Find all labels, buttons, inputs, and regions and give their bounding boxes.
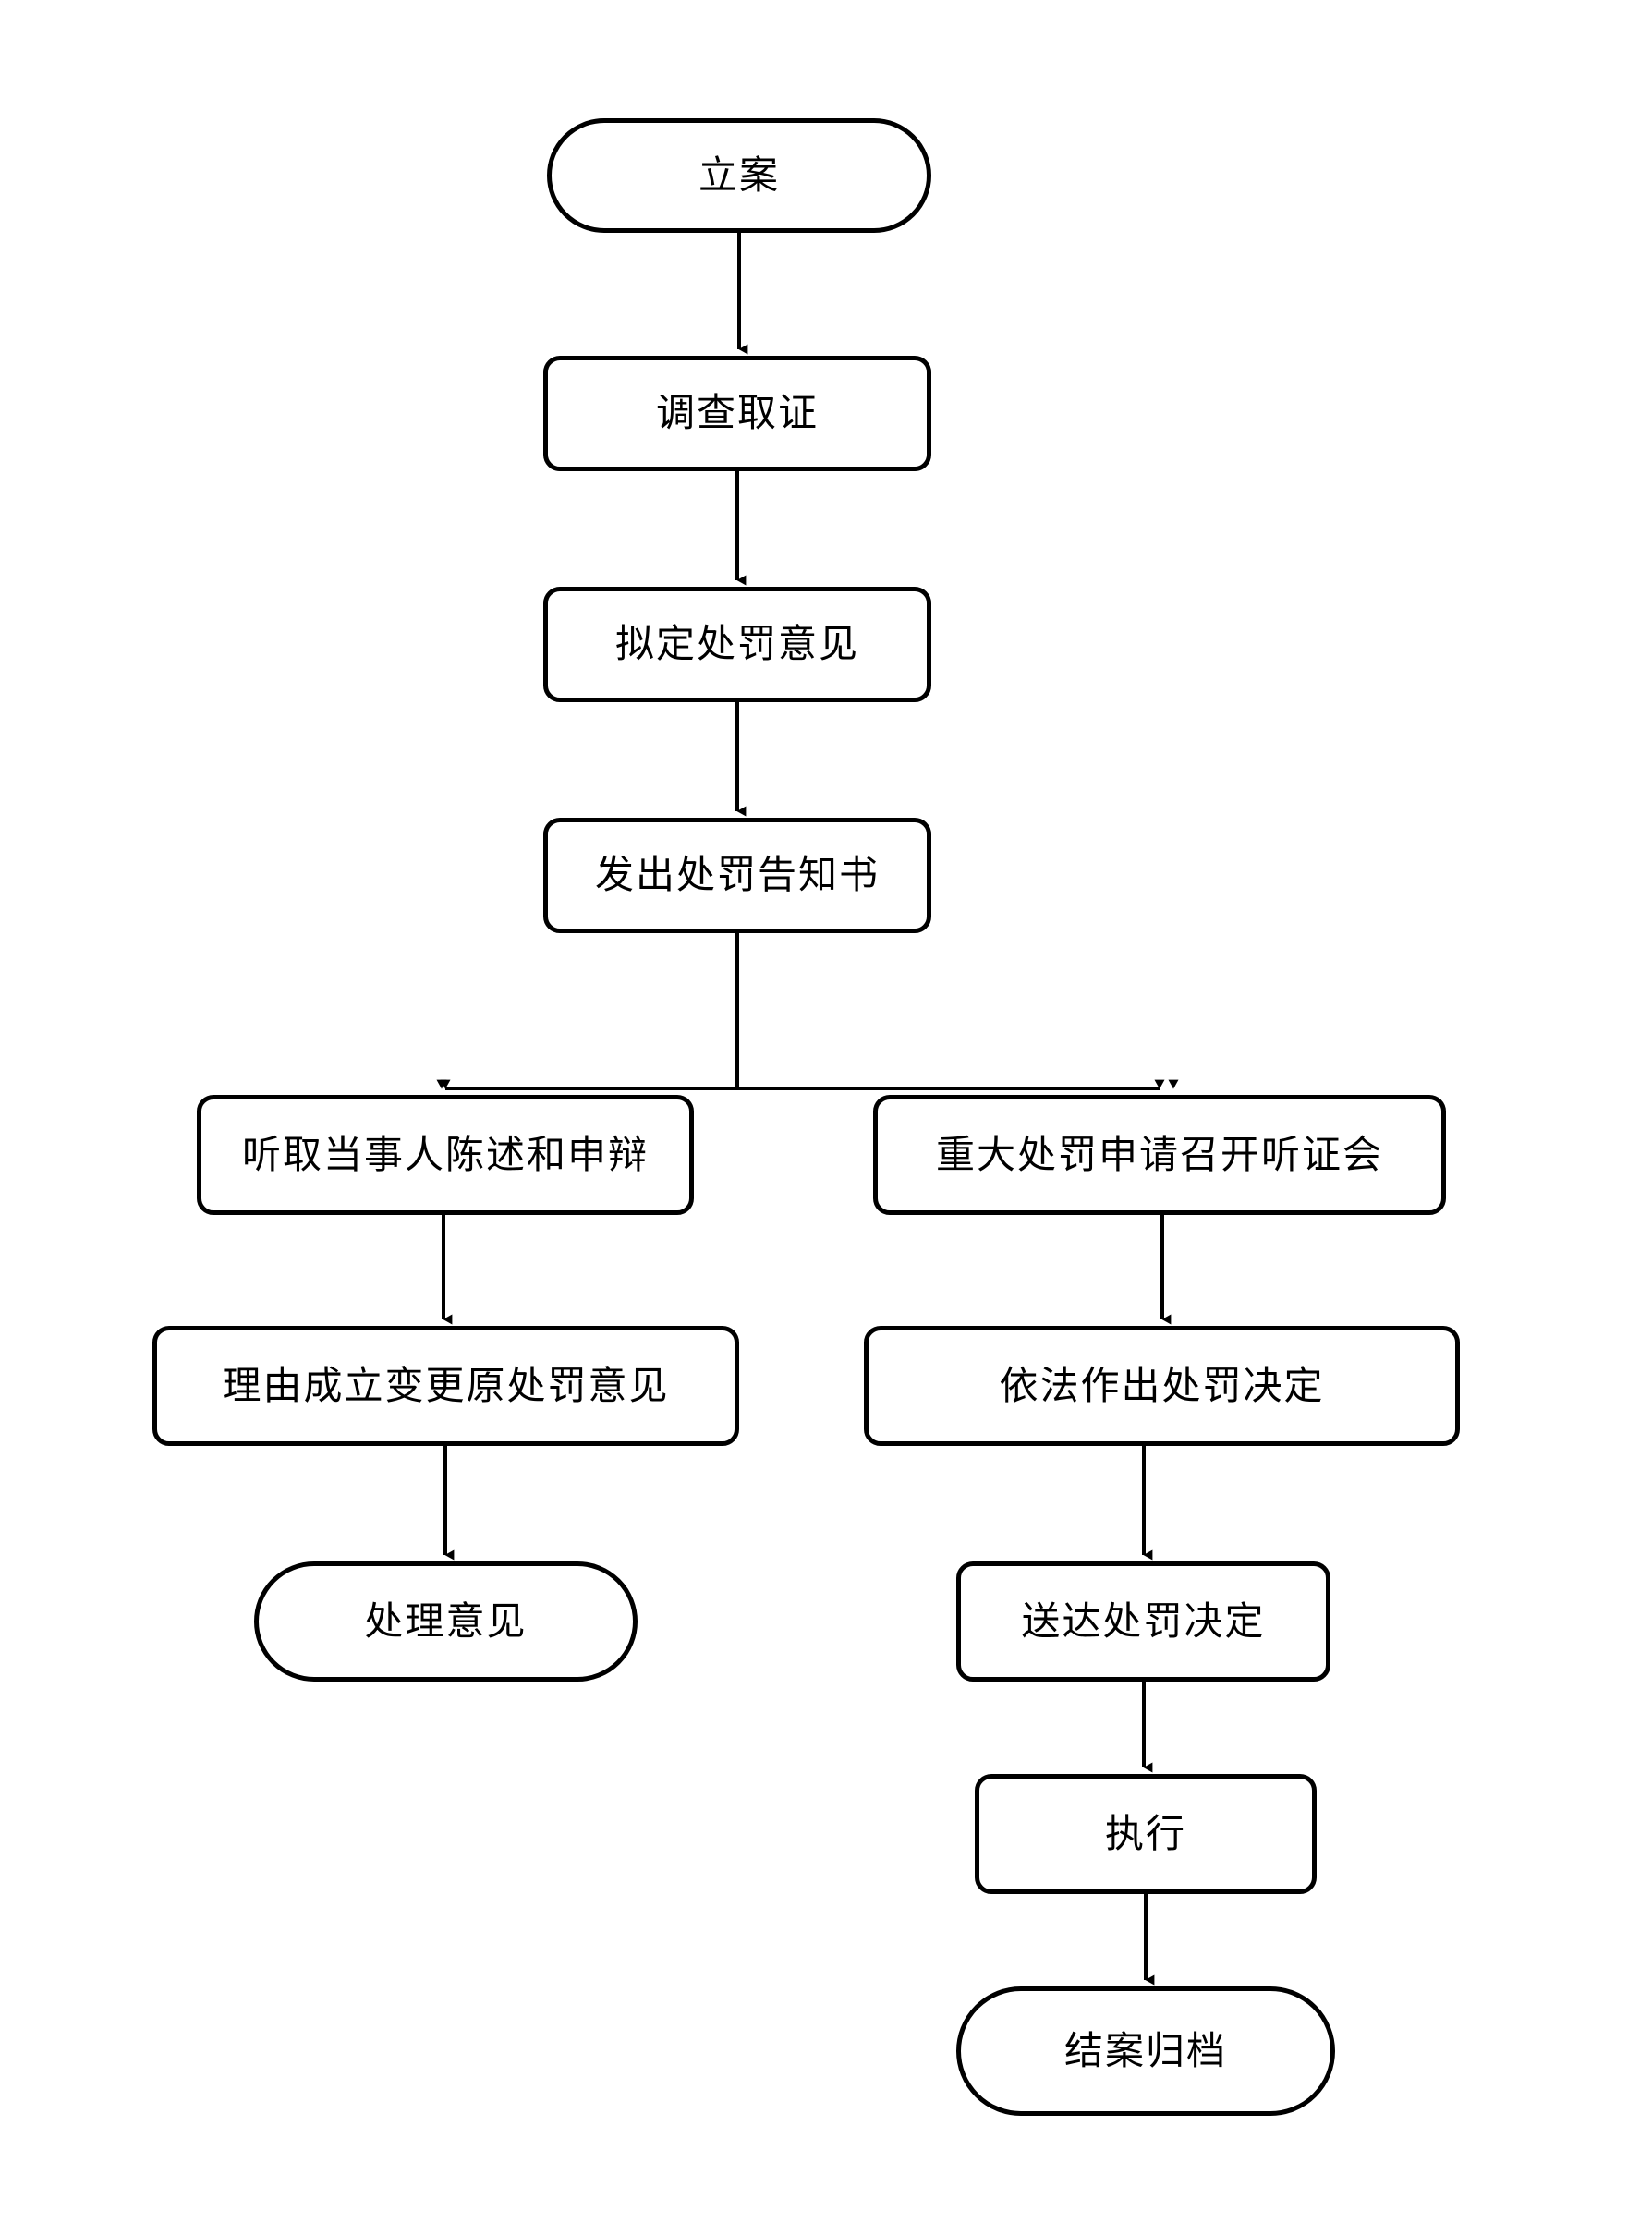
node-label: 立案 [698,152,780,198]
node-label: 结案归档 [1063,2027,1227,2073]
node-investigation-evidence[interactable]: 调查取证 [543,356,931,471]
node-make-penalty-decision[interactable]: 依法作出处罚决定 [864,1326,1460,1446]
node-execution[interactable]: 执行 [975,1774,1317,1894]
node-amend-original-penalty-opinion[interactable]: 理由成立变更原处罚意见 [152,1326,739,1446]
node-label: 理由成立变更原处罚意见 [222,1362,670,1408]
node-major-penalty-hearing-request[interactable]: 重大处罚申请召开听证会 [873,1095,1446,1215]
node-label: 调查取证 [655,390,819,436]
node-close-and-archive[interactable]: 结案归档 [956,1986,1335,2116]
node-label: 送达处罚决定 [1021,1597,1266,1644]
node-case-filing[interactable]: 立案 [547,118,931,233]
node-label: 重大处罚申请召开听证会 [935,1131,1383,1177]
node-serve-penalty-decision[interactable]: 送达处罚决定 [956,1561,1330,1682]
node-hear-party-statement[interactable]: 听取当事人陈述和申辩 [197,1095,694,1215]
node-label: 发出处罚告知书 [594,852,880,898]
node-label: 执行 [1104,1810,1186,1856]
node-label: 处理意见 [364,1597,528,1644]
node-label: 听取当事人陈述和申辩 [241,1131,649,1177]
node-label: 拟定处罚意见 [614,621,859,667]
node-handling-opinion[interactable]: 处理意见 [254,1561,638,1682]
node-issue-penalty-notice[interactable]: 发出处罚告知书 [543,818,931,933]
node-draft-penalty-opinion[interactable]: 拟定处罚意见 [543,587,931,702]
node-label: 依法作出处罚决定 [999,1362,1325,1408]
